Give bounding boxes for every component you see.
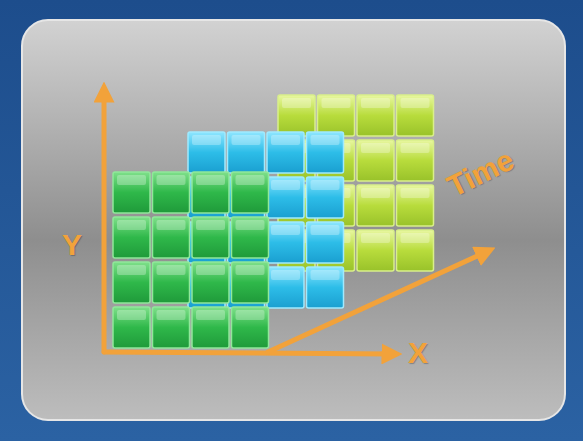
grid-cell xyxy=(267,267,304,308)
cell-highlight xyxy=(117,175,146,185)
grid-cell xyxy=(357,140,394,181)
cell-highlight xyxy=(322,98,351,108)
grid-cell xyxy=(188,132,225,173)
grid-cell xyxy=(307,222,344,263)
grid-cell xyxy=(113,172,150,213)
grid-cell xyxy=(113,217,150,258)
cell-highlight xyxy=(157,265,186,275)
axis-label: X xyxy=(408,338,428,368)
grid-cell xyxy=(232,217,269,258)
grid-cell xyxy=(397,95,434,136)
cell-highlight xyxy=(401,98,430,108)
grid-cell xyxy=(232,307,269,348)
grid-cell xyxy=(307,132,344,173)
grid-cell xyxy=(267,132,304,173)
grid-cell xyxy=(318,95,355,136)
grid-cell xyxy=(153,217,190,258)
grid-cell xyxy=(357,95,394,136)
cell-highlight xyxy=(311,180,340,190)
cell-highlight xyxy=(196,220,225,230)
grid-cell xyxy=(113,307,150,348)
cell-highlight xyxy=(282,98,311,108)
cell-highlight xyxy=(117,310,146,320)
cell-highlight xyxy=(192,135,221,145)
cell-highlight xyxy=(157,175,186,185)
grid-cell xyxy=(357,230,394,271)
cell-highlight xyxy=(401,233,430,243)
cell-highlight xyxy=(271,270,300,280)
cell-highlight xyxy=(157,220,186,230)
grid-cell xyxy=(192,307,229,348)
cell-highlight xyxy=(401,143,430,153)
axis-label: Y xyxy=(62,230,82,260)
grid-cell xyxy=(153,307,190,348)
grid-cell xyxy=(153,172,190,213)
cell-highlight xyxy=(361,98,390,108)
grid-cell xyxy=(397,230,434,271)
cell-highlight xyxy=(401,188,430,198)
cell-highlight xyxy=(117,220,146,230)
cell-highlight xyxy=(271,135,300,145)
grid-cell xyxy=(267,177,304,218)
grid-cell xyxy=(232,262,269,303)
cell-highlight xyxy=(236,175,265,185)
cell-highlight xyxy=(271,180,300,190)
grid-cell xyxy=(113,262,150,303)
grid-cell xyxy=(228,132,265,173)
front-layer xyxy=(113,172,269,348)
axes xyxy=(104,92,486,354)
cell-highlight xyxy=(271,225,300,235)
cell-highlight xyxy=(361,233,390,243)
grid-cell xyxy=(397,185,434,226)
cell-highlight xyxy=(196,310,225,320)
cell-highlight xyxy=(311,135,340,145)
cell-highlight xyxy=(361,143,390,153)
grid-cell xyxy=(192,217,229,258)
cell-highlight xyxy=(236,220,265,230)
cell-highlight xyxy=(311,225,340,235)
grid-cell xyxy=(192,172,229,213)
y-axis xyxy=(102,92,107,352)
grid-cell xyxy=(357,185,394,226)
cell-highlight xyxy=(196,265,225,275)
grid-cell xyxy=(232,172,269,213)
grid-cell xyxy=(192,262,229,303)
grid-cell xyxy=(307,267,344,308)
grid-cell xyxy=(278,95,315,136)
cell-highlight xyxy=(117,265,146,275)
cell-highlight xyxy=(236,265,265,275)
grid-layers xyxy=(113,95,434,348)
grid-cell xyxy=(397,140,434,181)
cell-highlight xyxy=(232,135,261,145)
time-axis xyxy=(268,252,486,352)
cell-highlight xyxy=(157,310,186,320)
cell-highlight xyxy=(236,310,265,320)
cell-highlight xyxy=(361,188,390,198)
grid-cell xyxy=(267,222,304,263)
grid-cell xyxy=(307,177,344,218)
cell-highlight xyxy=(196,175,225,185)
cell-highlight xyxy=(311,270,340,280)
middle-layer xyxy=(188,132,344,308)
panel xyxy=(22,20,565,420)
grid-cell xyxy=(153,262,190,303)
x-axis xyxy=(104,352,392,354)
